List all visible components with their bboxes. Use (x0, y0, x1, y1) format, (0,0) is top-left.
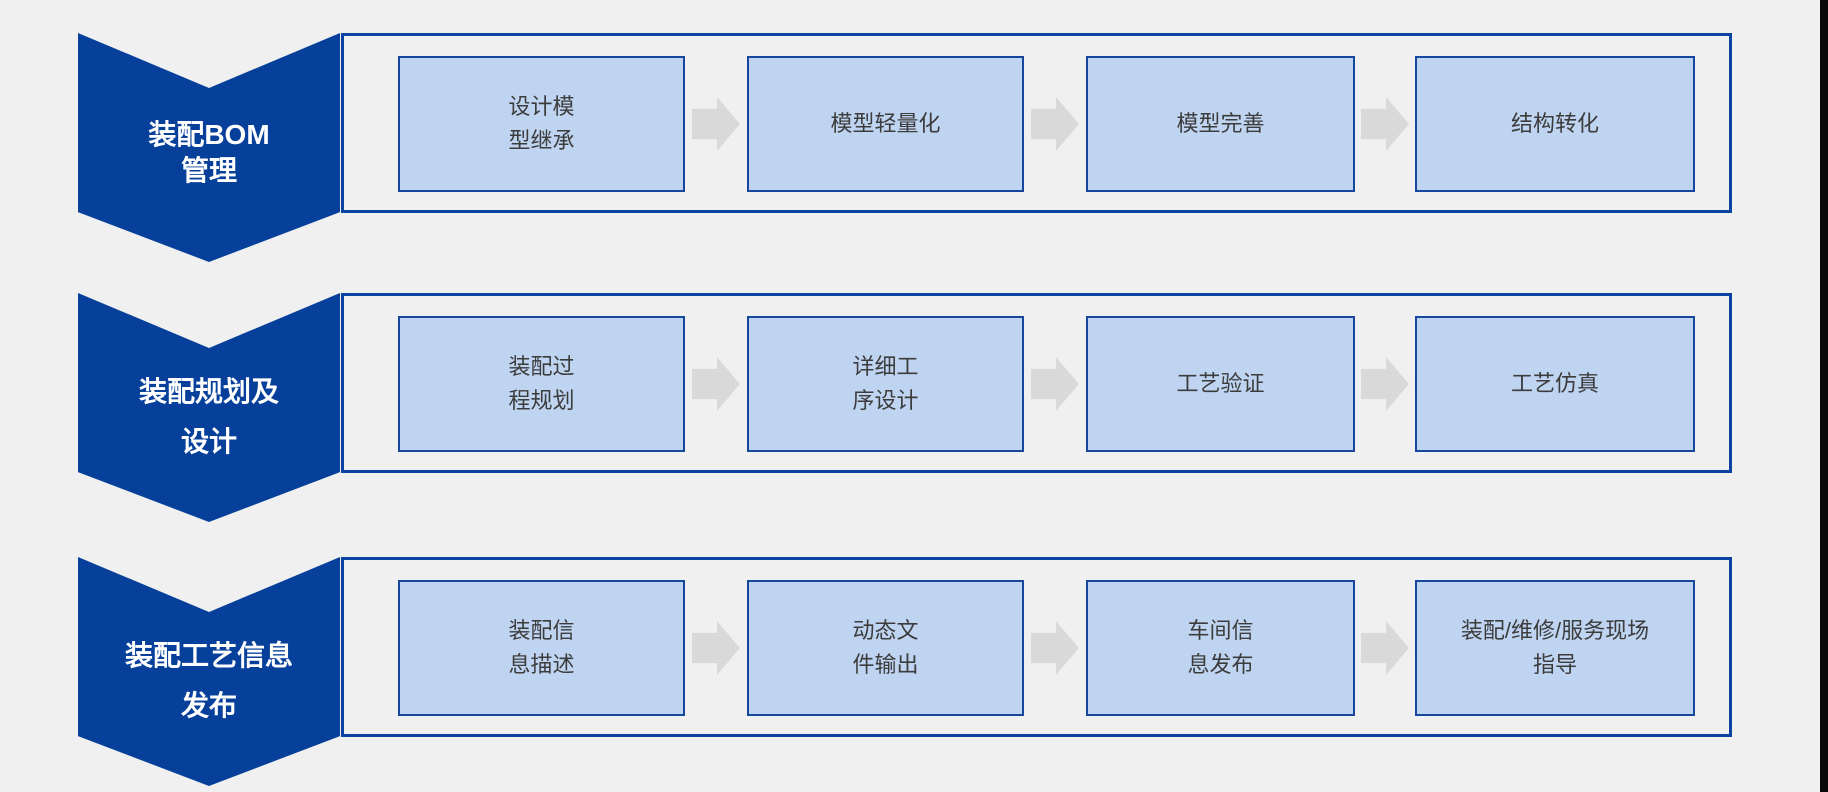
process-step-box: 设计模 型继承 (398, 56, 685, 192)
process-step-label: 详细工 序设计 (852, 354, 919, 413)
stage-track (341, 293, 1732, 473)
process-step-box: 装配信 息描述 (398, 580, 685, 716)
process-step-box: 动态文 件输出 (747, 580, 1024, 716)
process-step-label: 设计模 型继承 (508, 94, 575, 153)
stage-chevron: 装配BOM 管理 (78, 33, 340, 262)
stage-label: 装配BOM 管理 (148, 118, 270, 186)
process-step-label: 结构转化 (1510, 111, 1599, 136)
stage-chevron: 装配规划及 设计 (78, 293, 340, 522)
process-step-label: 工艺验证 (1176, 371, 1265, 396)
process-step-label: 装配/维修/服务现场 指导 (1460, 618, 1650, 677)
process-step-box: 装配过 程规划 (398, 316, 685, 452)
stage-label: 装配工艺信息 发布 (124, 639, 293, 721)
process-step-label: 装配信 息描述 (508, 618, 575, 677)
process-step-box: 装配/维修/服务现场 指导 (1415, 580, 1695, 716)
stage-chevron: 装配工艺信息 发布 (78, 557, 340, 786)
process-step-label: 模型完善 (1176, 111, 1265, 136)
stage-row-info-publish: 装配工艺信息 发布 装配信 息描述 动态文 件输出 车间信 息发布 装配/维修/… (0, 557, 1828, 786)
process-step-box: 模型轻量化 (747, 56, 1024, 192)
screen-right-edge (1820, 0, 1828, 792)
process-step-label: 动态文 件输出 (852, 618, 919, 677)
process-step-label: 车间信 息发布 (1187, 618, 1254, 677)
process-step-box: 车间信 息发布 (1086, 580, 1355, 716)
process-step-box: 工艺仿真 (1415, 316, 1695, 452)
stage-row-planning-design: 装配规划及 设计 装配过 程规划 详细工 序设计 工艺验证 工艺仿真 (0, 293, 1828, 522)
process-step-box: 详细工 序设计 (747, 316, 1024, 452)
stage-row-bom-management: 装配BOM 管理 设计模 型继承 模型轻量化 模型完善 结构转化 (0, 33, 1828, 262)
process-step-box: 模型完善 (1086, 56, 1355, 192)
process-step-box: 结构转化 (1415, 56, 1695, 192)
stage-label: 装配规划及 设计 (138, 375, 279, 457)
process-step-label: 模型轻量化 (830, 111, 941, 136)
process-step-label: 工艺仿真 (1510, 371, 1599, 396)
stage-track (341, 33, 1732, 213)
stage-track (341, 557, 1732, 737)
process-step-box: 工艺验证 (1086, 316, 1355, 452)
process-step-label: 装配过 程规划 (508, 354, 575, 413)
